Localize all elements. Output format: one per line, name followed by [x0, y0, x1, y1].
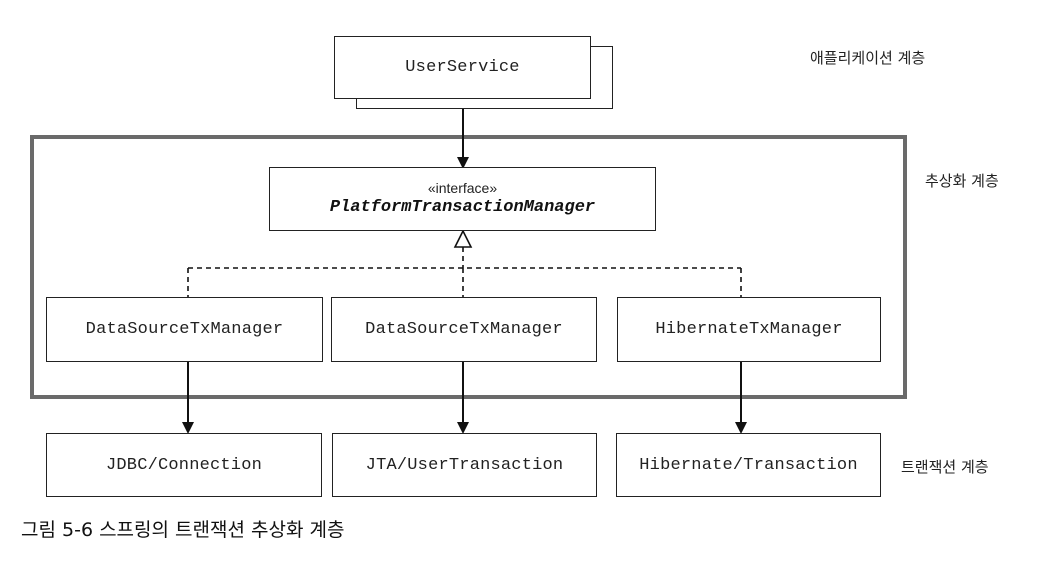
manager-box-hibernate: HibernateTxManager	[617, 297, 881, 362]
manager-label: DataSourceTxManager	[365, 320, 563, 339]
realization-triangle	[453, 229, 473, 248]
application-layer-label: 애플리케이션 계층	[810, 49, 926, 67]
transaction-layer-label: 트랜잭션 계층	[901, 458, 989, 476]
manager-label: HibernateTxManager	[655, 320, 843, 339]
resource-label: Hibernate/Transaction	[639, 455, 858, 475]
userservice-box: UserService	[334, 36, 591, 99]
resource-label: JDBC/Connection	[105, 455, 263, 475]
resource-box-jta: JTA/UserTransaction	[332, 433, 597, 497]
abstraction-layer-label: 추상화 계층	[925, 172, 999, 190]
abstraction-layer-frame	[30, 135, 907, 399]
interface-stereotype: «interface»	[427, 180, 498, 196]
platform-transaction-manager-interface: «interface» PlatformTransactionManager	[269, 167, 656, 231]
manager-box-datasource-2: DataSourceTxManager	[331, 297, 597, 362]
userservice-label: UserService	[405, 58, 520, 77]
interface-name: PlatformTransactionManager	[329, 198, 596, 217]
figure-caption: 그림 5-6 스프링의 트랜잭션 추상화 계층	[21, 519, 345, 541]
manager-label: DataSourceTxManager	[85, 320, 284, 339]
manager-box-datasource-1: DataSourceTxManager	[46, 297, 323, 362]
resource-label: JTA/UserTransaction	[365, 455, 564, 475]
resource-box-jdbc: JDBC/Connection	[46, 433, 322, 497]
resource-box-hibernate: Hibernate/Transaction	[616, 433, 881, 497]
